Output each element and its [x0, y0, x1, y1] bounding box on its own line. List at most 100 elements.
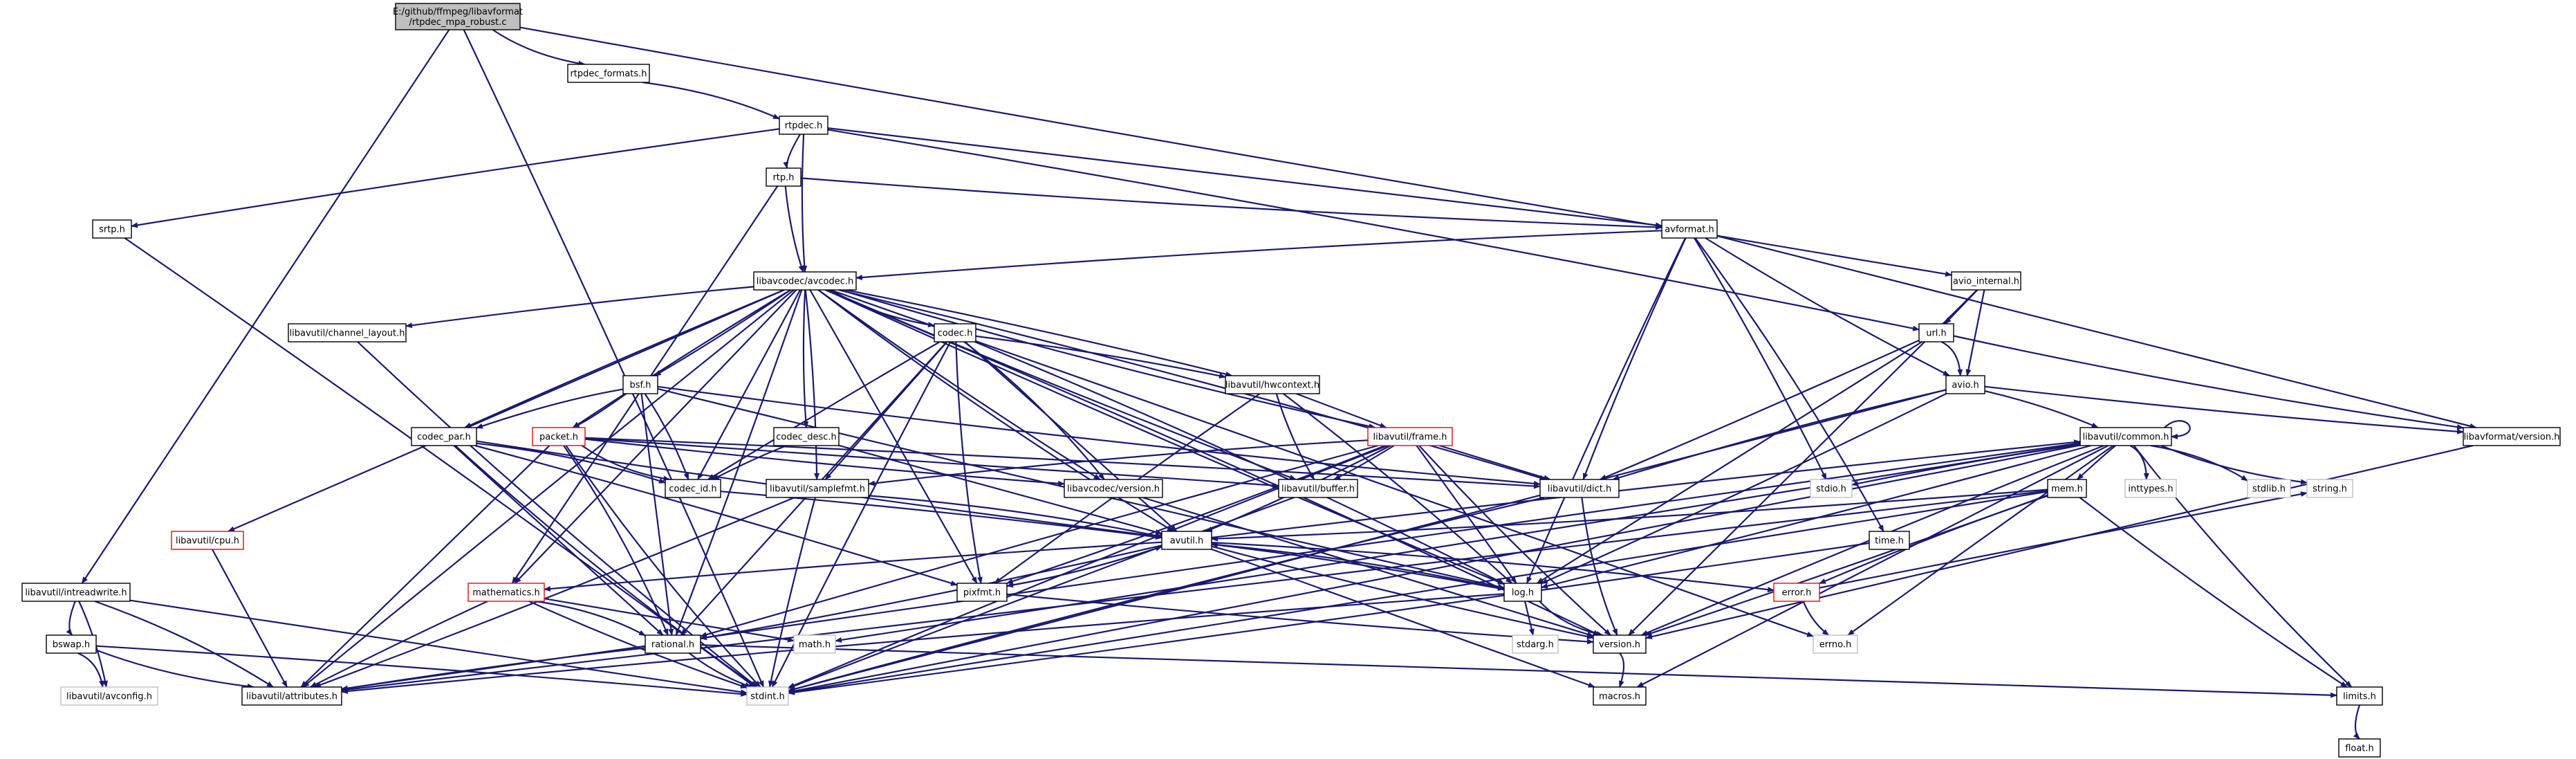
node-box	[645, 634, 701, 654]
include-edge-avcodec-to-rational	[675, 289, 803, 636]
include-edge-common-to-string	[2160, 444, 2308, 485]
include-edge-codec-to-lavc_version	[963, 341, 1105, 480]
node-label: bswap.h	[53, 640, 90, 650]
node-rational[interactable]: rational.h	[645, 634, 701, 654]
node-codec-par[interactable]: codec_par.h	[411, 427, 477, 446]
node-label: string.h	[2313, 484, 2347, 495]
node-rtpdec-formats[interactable]: rtpdec_formats.h	[567, 64, 650, 83]
node-bsf[interactable]: bsf.h	[622, 375, 658, 394]
node-box	[956, 583, 1008, 602]
node-errno: errno.h	[1813, 634, 1858, 654]
include-edge-avcodec-to-hwcontext	[845, 289, 1233, 377]
node-box	[1225, 375, 1320, 394]
include-edge-frame-to-version	[1418, 445, 1611, 636]
node-mem[interactable]: mem.h	[2047, 479, 2087, 498]
node-label: stdio.h	[1816, 484, 1846, 495]
node-box	[2463, 427, 2561, 446]
node-box	[773, 427, 840, 446]
node-avconfig: libavutil/avconfig.h	[60, 686, 158, 706]
node-mathematics[interactable]: mathematics.h	[467, 583, 545, 602]
include-edge-url-to-lavf_version	[1953, 335, 2464, 430]
node-codec-desc[interactable]: codec_desc.h	[773, 427, 840, 446]
node-hwcontext[interactable]: libavutil/hwcontext.h	[1225, 375, 1320, 394]
include-edge-avcodec-to-codec_desc	[802, 289, 809, 428]
node-box	[1161, 531, 1212, 550]
node-label: error.h	[1782, 588, 1812, 598]
node-box	[288, 323, 407, 342]
node-time[interactable]: time.h	[1869, 531, 1910, 550]
node-srtp[interactable]: srtp.h	[92, 219, 132, 239]
node-lavf-version[interactable]: libavformat/version.h	[2463, 427, 2561, 446]
node-pixfmt[interactable]: pixfmt.h	[956, 583, 1008, 602]
node-label: avio_internal.h	[1953, 277, 2019, 287]
node-codec-id[interactable]: codec_id.h	[665, 479, 721, 498]
node-label: rtp.h	[772, 173, 794, 183]
include-edge-avformat-to-stdio	[1694, 237, 1827, 480]
node-log[interactable]: log.h	[1503, 583, 1542, 602]
node-box	[1918, 323, 1954, 342]
node-common[interactable]: libavutil/common.h	[2079, 427, 2172, 446]
include-edge-error-to-errno	[1802, 601, 1830, 636]
include-edge-samplefmt-to-stdint	[768, 497, 816, 688]
node-intreadwrite[interactable]: libavutil/intreadwrite.h	[21, 583, 131, 602]
include-edge-avutil-to-macros	[1211, 548, 1595, 688]
node-limits[interactable]: limits.h	[2336, 686, 2383, 706]
node-samplefmt[interactable]: libavutil/samplefmt.h	[766, 479, 869, 498]
node-codec[interactable]: codec.h	[934, 323, 976, 342]
node-box	[2306, 479, 2353, 498]
node-rtpdec[interactable]: rtpdec.h	[779, 116, 828, 135]
node-label: inttypes.h	[2128, 484, 2173, 495]
include-edge-avutil-to-error	[1211, 542, 1775, 593]
node-label: version.h	[1599, 640, 1640, 650]
include-edge-avformat-to-lavf_version	[1716, 235, 2477, 429]
include-edge-packet-to-dict	[584, 437, 1541, 489]
node-macros[interactable]: macros.h	[1593, 686, 1647, 706]
node-avutil[interactable]: avutil.h	[1161, 531, 1212, 550]
include-edge-mem-to-limits	[2079, 497, 2348, 688]
node-avio[interactable]: avio.h	[1945, 375, 1985, 394]
include-edge-samplefmt-to-avutil	[868, 495, 1162, 538]
include-edge-buffer-to-stdint	[788, 496, 1295, 689]
include-edge-codec_par-to-stdint	[454, 445, 757, 688]
node-float[interactable]: float.h	[2338, 738, 2381, 758]
node-lavc-version[interactable]: libavcodec/version.h	[1064, 479, 1163, 498]
include-edge-bsf-to-codec_id	[644, 393, 689, 480]
include-edge-error-to-string	[1819, 491, 2308, 589]
node-version[interactable]: version.h	[1593, 634, 1647, 654]
node-bswap[interactable]: bswap.h	[46, 634, 97, 654]
include-edge-avutil-to-common	[1211, 439, 2081, 539]
include-edge-root-to-avio_internal	[519, 26, 1952, 277]
node-url[interactable]: url.h	[1918, 323, 1954, 342]
node-avcodec[interactable]: libavcodec/avcodec.h	[753, 271, 857, 291]
node-frame[interactable]: libavutil/frame.h	[1367, 427, 1453, 446]
node-avio-internal[interactable]: avio_internal.h	[1951, 271, 2021, 291]
node-box	[1951, 271, 2021, 291]
node-cpu[interactable]: libavutil/cpu.h	[171, 531, 244, 550]
node-box	[1661, 219, 1718, 239]
node-label: math.h	[799, 640, 831, 650]
node-rtp[interactable]: rtp.h	[766, 167, 801, 187]
node-box	[171, 531, 244, 550]
node-packet[interactable]: packet.h	[532, 427, 586, 446]
node-box	[1773, 583, 1820, 602]
include-edge-avcodec-to-codec	[831, 289, 935, 328]
node-box	[1278, 479, 1358, 498]
node-label: srtp.h	[99, 225, 125, 235]
include-edge-codec_par-to-pixfmt	[474, 444, 958, 586]
node-buffer[interactable]: libavutil/buffer.h	[1278, 479, 1358, 498]
node-channel-layout[interactable]: libavutil/channel_layout.h	[288, 323, 407, 342]
node-box	[1945, 375, 1985, 394]
include-edge-root-to-stdint	[463, 29, 765, 688]
include-edge-codec_desc-to-codec_id	[712, 444, 787, 480]
node-avformat[interactable]: avformat.h	[1661, 219, 1718, 239]
node-label: codec_par.h	[417, 432, 471, 443]
node-root[interactable]: E:/github/ffmpeg/libavformat/rtpdec_mpa_…	[393, 3, 523, 30]
node-dict[interactable]: libavutil/dict.h	[1539, 479, 1620, 498]
node-label: libavutil/intreadwrite.h	[25, 588, 127, 598]
node-error[interactable]: error.h	[1773, 583, 1820, 602]
node-attributes[interactable]: libavutil/attributes.h	[241, 686, 342, 706]
node-box	[1503, 583, 1542, 602]
node-label: limits.h	[2343, 692, 2376, 702]
node-math: math.h	[793, 634, 836, 654]
include-edge-avcodec-to-attributes	[302, 289, 795, 688]
